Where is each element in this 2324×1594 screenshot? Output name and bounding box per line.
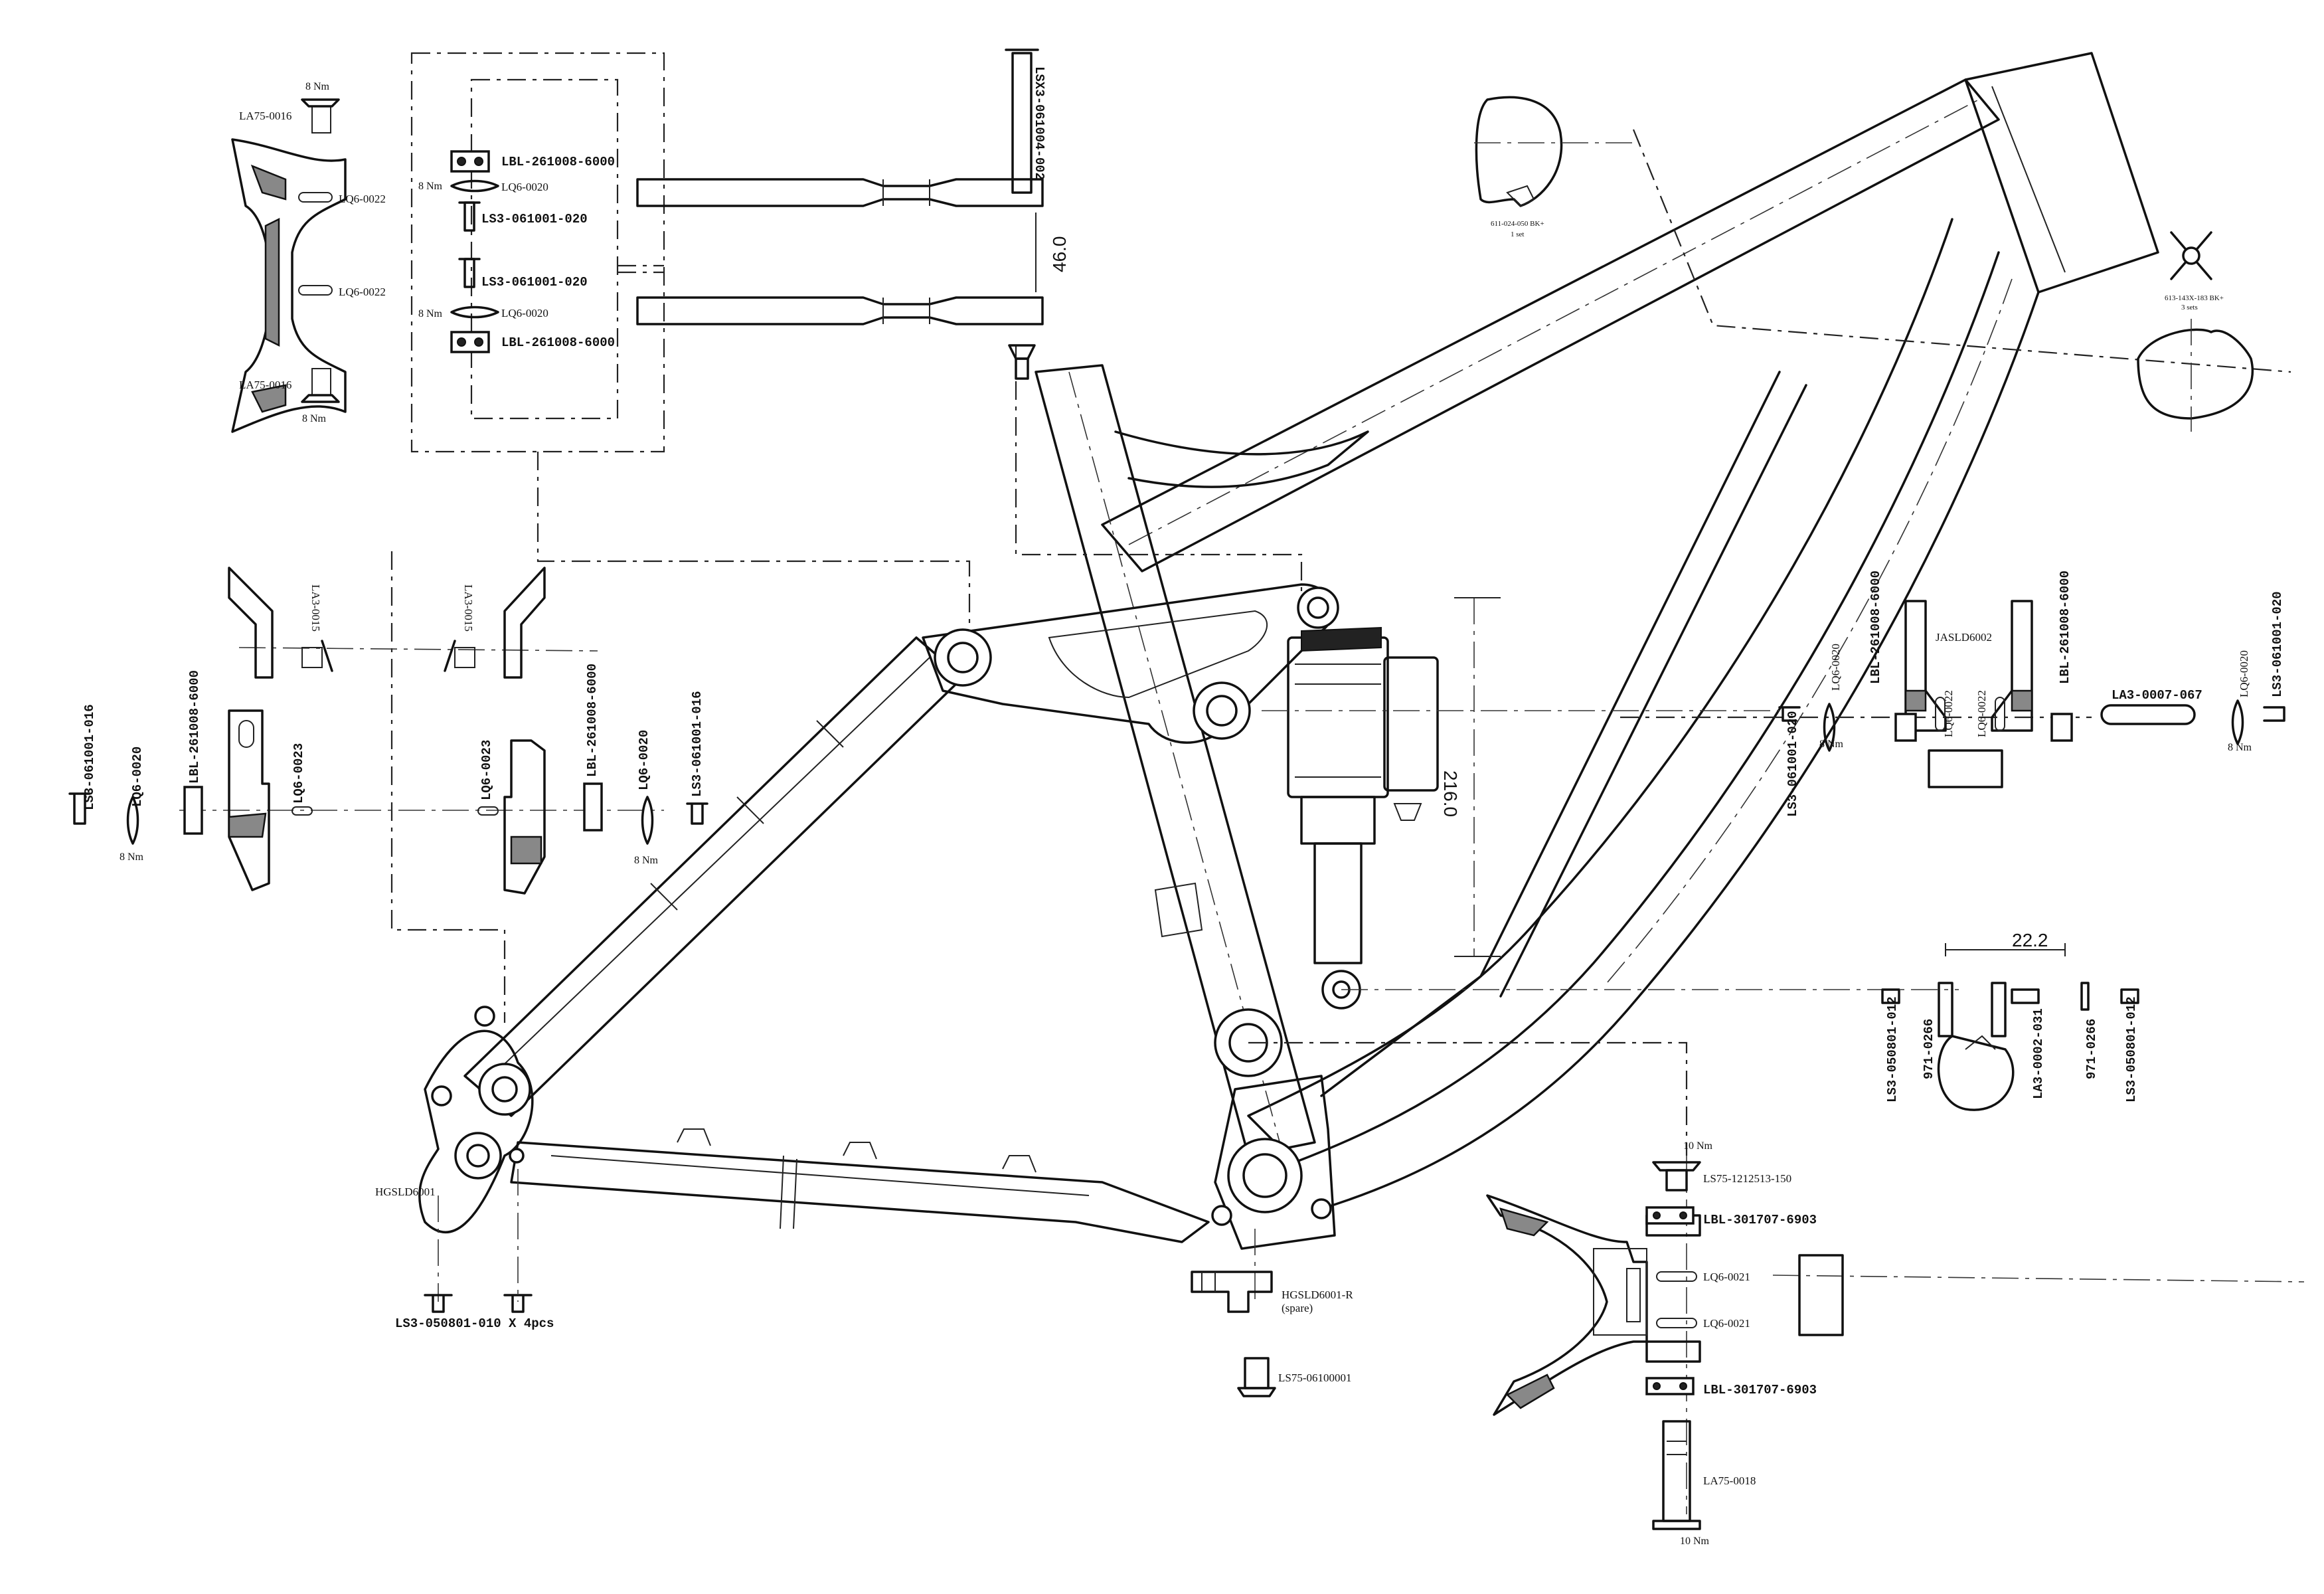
label-hanger-spare: HGSLD6001-R: [1282, 1288, 1353, 1301]
label-main-pivot-bolt-top: LS75-1212513-150: [1703, 1172, 1791, 1185]
label-hanger-spare-note: (spare): [1282, 1302, 1313, 1314]
label-mid-bolt: LS3-061001-016: [690, 691, 705, 797]
label-far-left-bushing: LQ6-0023: [291, 743, 306, 804]
part-labels: LA75-0016 8 Nm LQ6-0022 LQ6-0022 LA75-00…: [82, 66, 2285, 1547]
label-right-washer-a: LQ6-0020: [1829, 644, 1842, 691]
label-far-left-bolt: LS3-061001-016: [82, 704, 97, 810]
label-shock-bolt-right: LS3-050801-012: [2124, 996, 2139, 1103]
label-main-axle: LA75-0018: [1703, 1474, 1756, 1487]
label-grommet-right-qty: 3 sets: [2181, 304, 2198, 311]
top-left-bracket: [231, 98, 347, 433]
label-shock-length: 216.0: [1440, 770, 1461, 817]
leader-lines: [179, 52, 2305, 1514]
label-torque-10nm-top: 10 Nm: [1683, 1140, 1713, 1152]
label-shock-sleeve: LA3-0002-031: [2031, 1008, 2046, 1099]
label-right-bolt-a: LS3-061001-020: [1785, 711, 1800, 817]
label-rocker-bearing-top: LBL-261008-6000: [501, 155, 615, 169]
label-shock-spacer-right: 971-0266: [2084, 1019, 2099, 1079]
label-dim-22: 22.2: [2012, 930, 2048, 950]
label-mid-bearing: LBL-261008-6000: [585, 664, 600, 777]
label-far-left-washer: LQ6-0020: [130, 747, 145, 807]
seatstay-pivot-parts: [1778, 600, 2285, 788]
label-shock-spacer-left: 971-0266: [1922, 1019, 1936, 1079]
label-top-left-bolt-bottom: LA75-0016: [239, 379, 291, 391]
label-dim-46: 46.0: [1049, 236, 1070, 273]
label-grommet-top-qty: 1 set: [1511, 230, 1524, 238]
label-spare-bolt: LS75-06100001: [1278, 1372, 1352, 1384]
label-torque-8nm-c: 8 Nm: [418, 181, 443, 192]
cable-grommets: [1474, 96, 2254, 432]
label-mid-bushing: LQ6-0023: [479, 740, 494, 800]
label-torque-8nm-f: 8 Nm: [634, 855, 659, 866]
label-grommet-top: 611-024-050 BK+: [1491, 220, 1544, 228]
label-main-bearing-bottom: LBL-301707-6903: [1703, 1383, 1817, 1397]
label-rocker-bearing-bottom: LBL-261008-6000: [501, 335, 615, 350]
label-mid-la3-right: LA3-0015: [462, 584, 475, 632]
label-rocker-axle-vertical: LSX3-061004-002: [1032, 66, 1046, 180]
label-right-bushing-a: LQ6-0022: [1942, 690, 1955, 737]
label-right-jasld: JASLD6002: [1936, 631, 1992, 644]
label-top-left-bushing-2: LQ6-0022: [339, 286, 386, 298]
label-hanger: HGSLD6001: [375, 1186, 436, 1198]
label-right-washer-b: LQ6-0020: [2238, 650, 2250, 697]
label-torque-8nm-b: 8 Nm: [302, 413, 327, 424]
label-rocker-bolt-top: LS3-061001-020: [481, 212, 588, 226]
label-shock-bolt-left: LS3-050801-012: [1885, 996, 1900, 1103]
label-top-left-bolt-top: LA75-0016: [239, 110, 291, 122]
label-mid-washer: LQ6-0020: [637, 730, 651, 790]
label-right-axle: LA3-0007-067: [2112, 688, 2202, 703]
label-main-bearing-top: LBL-301707-6903: [1703, 1213, 1817, 1227]
label-main-bushing-1: LQ6-0021: [1703, 1271, 1750, 1283]
label-rocker-washer-bottom: LQ6-0020: [501, 307, 548, 319]
label-rocker-bolt-bottom: LS3-061001-020: [481, 275, 588, 290]
label-main-bushing-2: LQ6-0021: [1703, 1317, 1750, 1330]
label-right-bushing-b: LQ6-0022: [1975, 690, 1988, 737]
label-far-left-bearing: LBL-261008-6000: [187, 670, 202, 784]
label-torque-10nm-bottom: 10 Nm: [1680, 1536, 1710, 1547]
label-top-left-bushing-1: LQ6-0022: [339, 193, 386, 205]
hanger-parts: [424, 1271, 1276, 1397]
rocker-hardware: [450, 48, 1044, 380]
rear-shock: [1287, 626, 1439, 1010]
label-torque-8nm-e: 8 Nm: [120, 851, 144, 863]
main-frame: [418, 52, 2159, 1250]
shock-mount-parts: [1881, 943, 2139, 1111]
label-torque-8nm-g: 8 Nm: [1819, 739, 1844, 750]
label-torque-8nm-h: 8 Nm: [2228, 742, 2252, 753]
label-hanger-bolts: LS3-050801-010 X 4pcs: [395, 1316, 554, 1331]
dropout-link-parts: [68, 567, 708, 895]
label-rocker-washer-top: LQ6-0020: [501, 181, 548, 193]
label-right-bearing-b: LBL-261008-6000: [2058, 571, 2072, 684]
label-right-bolt-b: LS3-061001-020: [2270, 591, 2285, 697]
label-torque-8nm-a: 8 Nm: [305, 81, 330, 92]
label-torque-8nm-d: 8 Nm: [418, 308, 443, 319]
label-grommet-right: 613-143X-183 BK+: [2165, 294, 2224, 302]
label-mid-la3-left: LA3-0015: [309, 584, 322, 632]
main-pivot-parts: [1486, 1161, 1844, 1530]
label-right-bearing-a: LBL-261008-6000: [1868, 571, 1883, 684]
